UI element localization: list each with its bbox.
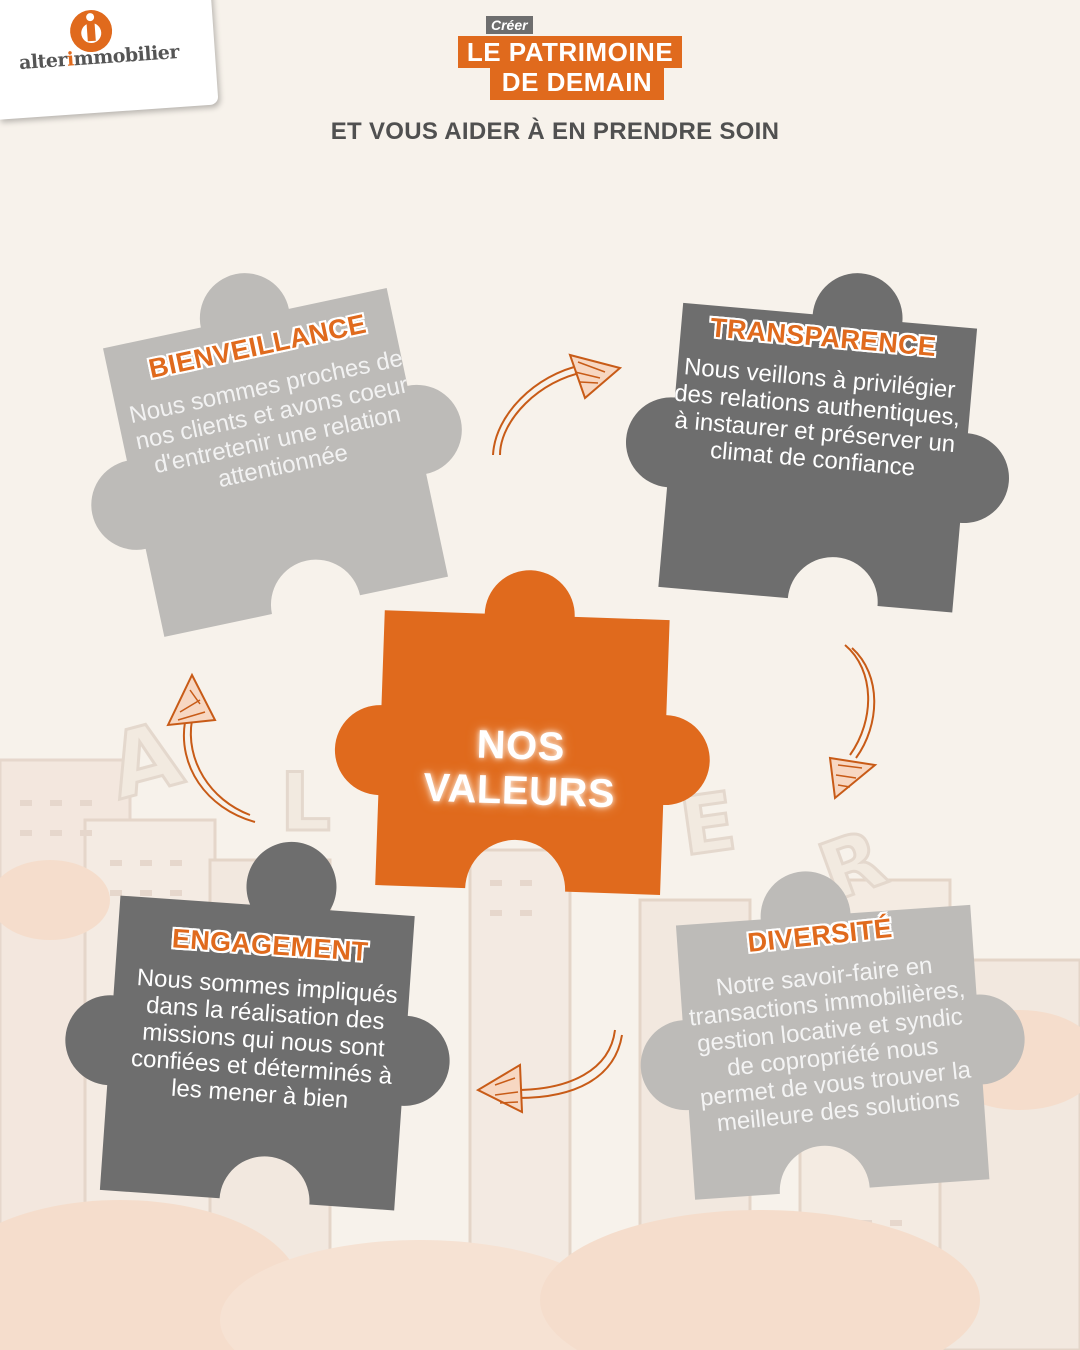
header-subtitle: ET VOUS AIDER À EN PRENDRE SOIN <box>330 118 780 145</box>
svg-text:L: L <box>280 756 331 849</box>
arrow-to-bienveillance-icon <box>166 672 256 823</box>
puzzle-piece-diversite <box>640 871 1025 1200</box>
value-card-transparence: TRANSPARENCE Nous veillons à privilégier… <box>662 309 974 486</box>
header-kicker: Créer <box>486 16 533 34</box>
center-label: NOS VALEURS <box>422 722 616 817</box>
header-title-line1: LE PATRIMOINE <box>458 36 682 68</box>
brand-wordmark: alterimmobilier <box>18 41 180 75</box>
arrow-to-engagement-icon <box>475 1029 623 1114</box>
logo-card[interactable]: alterimmobilier <box>0 0 219 120</box>
header-title-line2: DE DEMAIN <box>490 66 664 100</box>
value-card-engagement: ENGAGEMENT Nous sommes impliqués dans la… <box>114 920 416 1118</box>
brand-logo-icon <box>70 10 113 53</box>
arrow-to-diversite-icon <box>828 644 878 800</box>
value-description: Nous sommes impliqués dans la réalisatio… <box>130 963 399 1114</box>
puzzle-piece-transparence <box>626 273 1009 613</box>
puzzle-piece-bienveillance <box>91 273 462 637</box>
value-card-diversite: DIVERSITÉ Notre savoir-faire en transact… <box>674 905 984 1139</box>
value-description: Notre savoir-faire en transactions immob… <box>687 951 973 1138</box>
arrow-to-transparence-icon <box>492 353 623 456</box>
puzzle-piece-engagement <box>65 841 450 1211</box>
puzzle-piece-center <box>334 570 710 895</box>
